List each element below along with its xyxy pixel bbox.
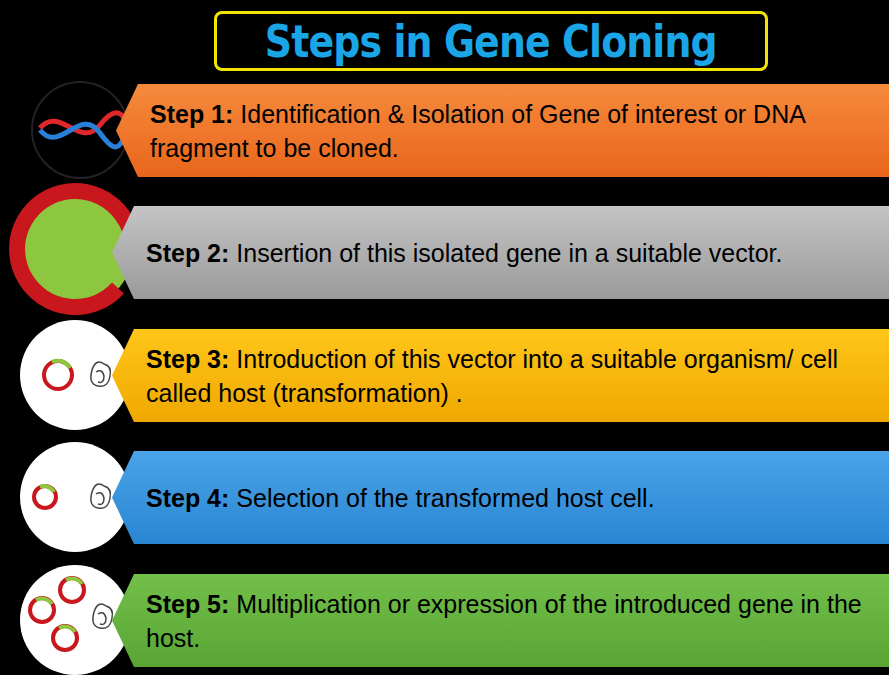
step-text: Insertion of this isolated gene in a sui… [236,239,782,267]
step-text: Identification & Isolation of Gene of in… [150,100,805,162]
step-heading: Step 2: [146,239,229,267]
step-band: Step 5: Multiplication or expression of … [112,574,889,667]
band-shape [116,84,889,177]
step-heading: Step 3: [146,345,229,373]
band-shape [112,574,889,667]
title-box: Steps in Gene Cloning [214,11,768,71]
step-band: Step 2: Insertion of this isolated gene … [112,206,889,299]
step-heading: Step 5: [146,590,229,618]
title-text: Steps in Gene Cloning [265,16,717,67]
step-band: Step 1: Identification & Isolation of Ge… [116,84,889,177]
step-text: Multiplication or expression of the intr… [146,590,862,652]
step-heading: Step 1: [150,100,233,128]
step-heading: Step 4: [146,484,229,512]
step-band: Step 3: Introduction of this vector into… [112,329,889,422]
step-text: Selection of the transformed host cell. [236,484,654,512]
step-text: Introduction of this vector into a suita… [146,345,838,407]
dna-strand [40,124,130,147]
step-band: Step 4: Selection of the transformed hos… [112,451,889,544]
band-shape [112,329,889,422]
